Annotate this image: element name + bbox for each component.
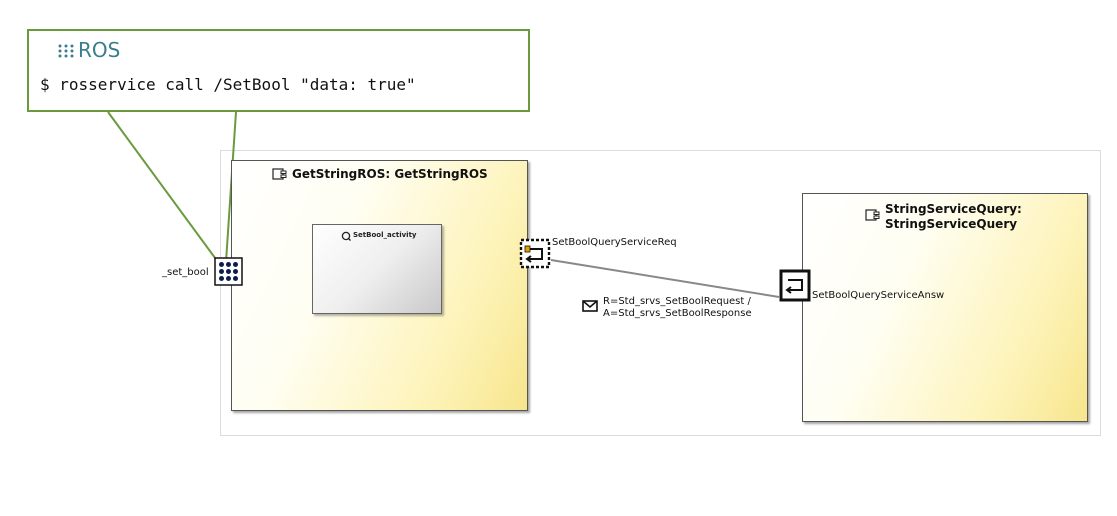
port-set-bool-label: _set_bool (162, 267, 209, 278)
component-icon (865, 209, 881, 222)
envelope-icon (582, 300, 598, 312)
activity-title: SetBool_activity (353, 231, 417, 239)
ros-callout[interactable]: ROS $ rosservice call /SetBool "data: tr… (27, 29, 530, 112)
component-title: GetStringROS: GetStringROS (292, 167, 488, 181)
activity-icon (341, 231, 351, 241)
port-service-answ-label: SetBoolQueryServiceAnsw (812, 290, 945, 301)
component-icon (272, 168, 288, 181)
ros-command: $ rosservice call /SetBool "data: true" (40, 75, 416, 94)
port-service-req[interactable] (519, 238, 551, 269)
callout-pointer-left (107, 111, 219, 263)
ros-grid-icon (57, 41, 75, 59)
port-set-bool[interactable] (214, 257, 243, 286)
message-request: R=Std_srvs_SetBoolRequest / (603, 296, 751, 307)
diagram-canvas (220, 150, 1101, 436)
ros-callout-title: ROS (78, 38, 121, 62)
connector-service-link[interactable] (550, 259, 780, 298)
component-title-line1: StringServiceQuery: (885, 202, 1022, 216)
activity-setbool[interactable]: SetBool_activity (312, 224, 442, 314)
message-type-label: R=Std_srvs_SetBoolRequest / A=Std_srvs_S… (603, 296, 752, 320)
component-title-line2: StringServiceQuery (885, 217, 1018, 231)
port-service-req-label: SetBoolQueryServiceReq (552, 237, 677, 248)
message-response: A=Std_srvs_SetBoolResponse (603, 308, 752, 319)
port-service-answ[interactable] (779, 269, 811, 302)
component-title: StringServiceQuery: StringServiceQuery (885, 202, 1022, 232)
component-stringservicequery[interactable]: StringServiceQuery: StringServiceQuery (802, 193, 1088, 422)
